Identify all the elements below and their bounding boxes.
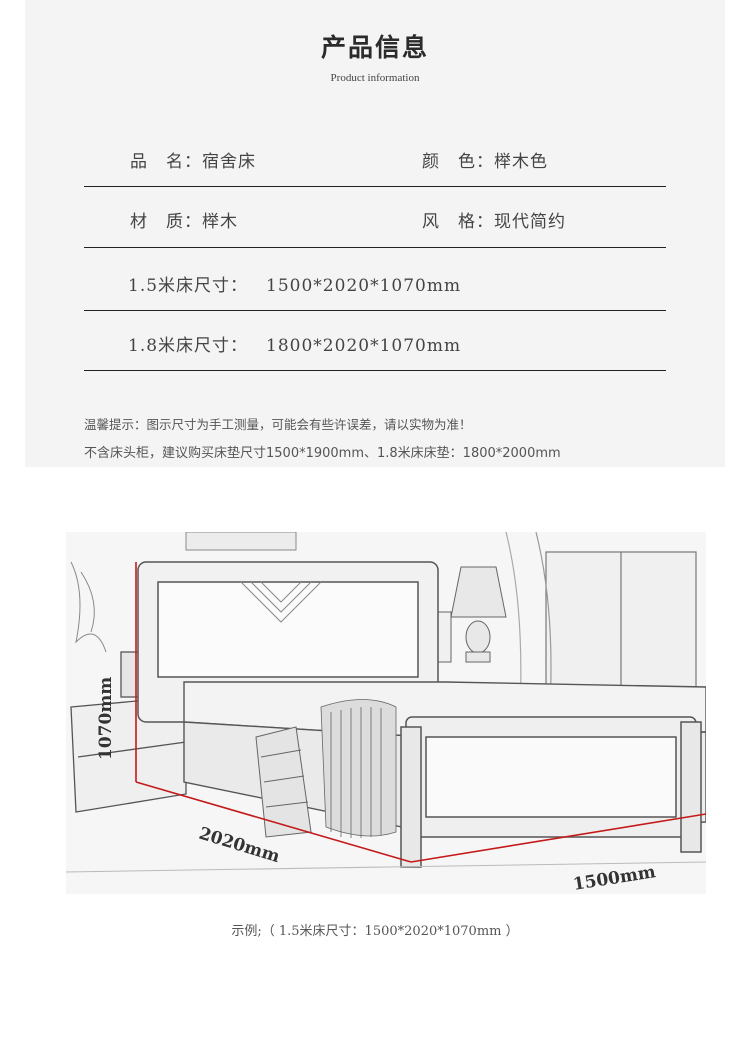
bed-sketch-image: 1070mm 2020mm 1500mm xyxy=(65,531,707,895)
spec-color-label: 颜 色： xyxy=(422,152,494,172)
spec-style-label: 风 格： xyxy=(422,212,494,232)
spec-size-15: 1.5米床尺寸： 1500*2020*1070mm xyxy=(128,271,461,296)
row-divider xyxy=(84,310,666,311)
info-panel xyxy=(25,0,725,467)
note-mattress: 不含床头柜，建议购买床垫尺寸1500*1900mm、1.8米床床垫：1800*2… xyxy=(84,446,561,461)
bed-sketch-drawing: 1070mm 2020mm 1500mm xyxy=(65,531,707,895)
spec-material-value: 榉木 xyxy=(202,212,238,232)
spec-style: 风 格：现代简约 xyxy=(422,207,566,232)
row-divider xyxy=(84,247,666,248)
spec-name: 品 名：宿舍床 xyxy=(130,147,256,172)
row-divider xyxy=(84,370,666,371)
section-subtitle: Product information xyxy=(330,72,420,84)
spec-color: 颜 色：榉木色 xyxy=(422,147,548,172)
spec-material: 材 质：榉木 xyxy=(130,207,238,232)
spec-material-label: 材 质： xyxy=(130,212,202,232)
spec-size-15-label: 1.5米床尺寸： xyxy=(128,276,249,296)
width-dimension-line xyxy=(410,813,707,863)
note-tip: 温馨提示：图示尺寸为手工测量，可能会有些许误差，请以实物为准！ xyxy=(84,417,472,432)
spec-size-18-value: 1800*2020*1070mm xyxy=(266,336,462,356)
spec-size-18-label: 1.8米床尺寸： xyxy=(128,336,249,356)
row-divider xyxy=(84,186,666,187)
height-dimension-label: 1070mm xyxy=(96,677,116,760)
spec-size-15-value: 1500*2020*1070mm xyxy=(266,276,462,296)
example-caption: 示例;（ 1.5米床尺寸：1500*2020*1070mm ） xyxy=(231,924,519,939)
spec-style-value: 现代简约 xyxy=(494,212,566,232)
spec-size-18: 1.8米床尺寸： 1800*2020*1070mm xyxy=(128,331,461,356)
section-title: 产品信息 xyxy=(320,33,429,62)
spec-name-value: 宿舍床 xyxy=(202,152,256,172)
spec-name-label: 品 名： xyxy=(130,152,202,172)
dimension-lines xyxy=(135,562,707,863)
length-dimension-line xyxy=(135,781,412,863)
spec-color-value: 榉木色 xyxy=(494,152,548,172)
